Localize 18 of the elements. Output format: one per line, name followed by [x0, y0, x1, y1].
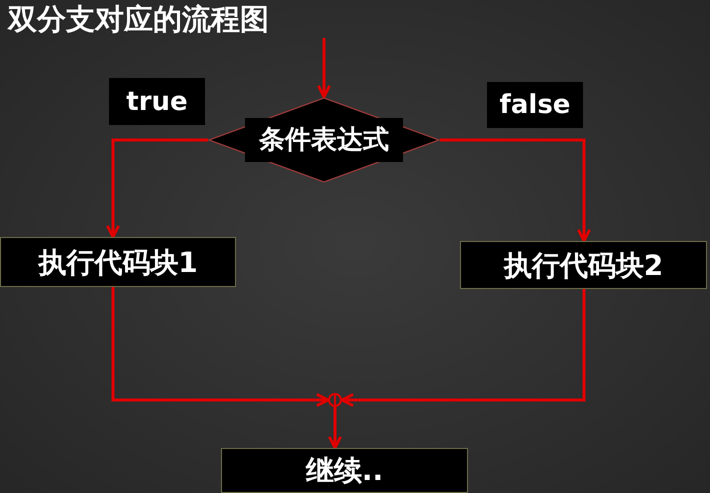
connector-arrow [440, 138, 591, 242]
step-label: 执行代码块2 [504, 248, 664, 282]
diagram-title: 双分支对应的流程图 [8, 1, 269, 38]
connector-arrow [340, 289, 586, 407]
process-box [460, 241, 707, 289]
process-box [0, 237, 236, 287]
connector-arrow [328, 407, 342, 450]
junction-circle [328, 393, 342, 407]
decision-diamond [208, 97, 440, 183]
connector-arrow [112, 287, 330, 407]
process-box [221, 448, 468, 493]
edge-label: false [487, 82, 583, 128]
step-label: 继续.. [306, 453, 384, 488]
step-label: 执行代码块1 [38, 244, 198, 280]
condition-text: 条件表达式 [245, 118, 403, 162]
edge-label: true [109, 78, 205, 125]
connector-arrow [317, 38, 331, 98]
connector-arrow [106, 138, 208, 238]
